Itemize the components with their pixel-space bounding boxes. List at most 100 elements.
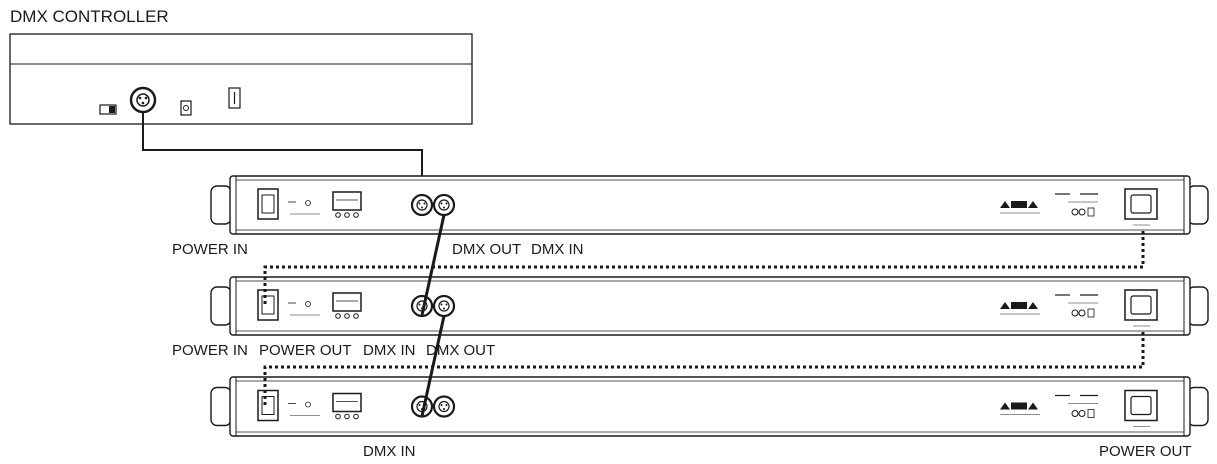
power-link-2-to-3 (263, 332, 1145, 405)
fixture3-warning-label-icon (1011, 402, 1027, 410)
controller-switch-icon (99, 104, 117, 115)
fixture3-right-endcap (1187, 386, 1209, 427)
fixture-2 (210, 276, 1209, 336)
fixture3-power-out-socket-icon (1124, 389, 1158, 422)
fixture1-dmx-out-connector-inner (438, 199, 450, 211)
fixture2-power-in-socket-icon (257, 289, 279, 321)
controller-power-switch-icon (228, 87, 241, 109)
fixture2-power-in-socket-inner (261, 295, 275, 315)
fixture2-dmx-out-connector-inner (438, 300, 450, 312)
fixtures (210, 175, 1209, 437)
fixture2-dmx-out-pin-3 (443, 307, 445, 310)
fixture3-power-out-socket-inner (1130, 395, 1152, 416)
fixture1-right-endcap (1187, 185, 1209, 225)
fixture2-power-out-socket-icon (1124, 289, 1158, 321)
fixture1-warning-icon-2 (1028, 201, 1038, 208)
fixture3-power-in-socket-icon (257, 389, 279, 422)
fixture1-fuse-icon (305, 200, 311, 206)
fixture2-dmx-out-connector-icon (432, 294, 456, 318)
fixture1-power-in-socket-inner (261, 194, 275, 214)
fixture3-warning-icon-2 (1028, 402, 1038, 410)
fixture3-dmx-out-connector-icon (432, 395, 456, 418)
fixture1-dmx-in-pin-1 (418, 202, 421, 205)
controller-fuse-icon (180, 100, 192, 116)
fixture1-dmx-in-label: DMX IN (531, 241, 584, 258)
fixture2-dmx-out-pin-1 (440, 303, 443, 306)
fixture1-dmx-out-connector-icon (432, 193, 456, 217)
fixture3-dmx-out-pin-3 (443, 408, 445, 410)
fixture1-dmx-out-pin-3 (443, 206, 445, 209)
fixture2-button-icon-2 (344, 313, 350, 319)
fixture3-body (229, 376, 1191, 437)
fixture1-button-icon-2 (344, 212, 350, 218)
fixture1-bin-mark-icon (1087, 207, 1095, 217)
fixture3-button-icon-2 (344, 413, 350, 420)
power-chain (263, 231, 1145, 405)
fixture-3 (210, 376, 1209, 437)
fixture3-ce-mark-icon-2 (1078, 410, 1086, 417)
fixture3-dmx-in-connector-icon (410, 395, 434, 418)
fixture2-bin-mark-icon (1087, 308, 1095, 318)
fixture1-body (229, 175, 1191, 235)
fixture3-dmx-out-pin-1 (440, 404, 443, 406)
fixture2-warning-icon-2 (1028, 302, 1038, 309)
fixture2-button-icon-3 (353, 313, 359, 319)
fixture2-warning-label-icon (1011, 302, 1027, 309)
fixture1-dmx-in-pin-2 (423, 202, 426, 205)
fixture2-ce-mark-icon (1071, 309, 1079, 317)
fixture3-warning-icon-1 (1000, 402, 1010, 410)
fixture2-ce-mark-icon-2 (1078, 309, 1086, 317)
fixture1-left-endcap (210, 185, 232, 225)
fixture1-dmx-out-pin-2 (445, 202, 448, 205)
fixture1-power-out-socket-icon (1124, 188, 1158, 220)
fixture3-dmx-out-pin-2 (445, 404, 448, 406)
controller-dmx-out-connector-icon (129, 86, 157, 114)
fixture1-warning-label-icon (1011, 201, 1027, 208)
dmx-link-1-to-2 (420, 214, 446, 316)
dmx-chain (420, 214, 446, 417)
fixture1-dmx-in-connector-inner (416, 199, 428, 211)
fixture2-button-icon-1 (335, 313, 341, 319)
fixture3-dmx-out-connector-inner (438, 400, 450, 413)
fixture2-dmx-in-label: DMX IN (363, 342, 416, 359)
dmx-controller (9, 33, 473, 125)
fixture2-warning-icon-1 (1000, 302, 1010, 309)
fixture1-ce-mark-icon-2 (1078, 208, 1086, 216)
fixture3-fuse-icon (305, 401, 311, 408)
fixture2-power-out-socket-inner (1130, 295, 1152, 315)
fixture2-power-out-label: POWER OUT (259, 342, 352, 359)
fixture2-power-in-label: POWER IN (172, 342, 248, 359)
dmx-link-2-to-3 (420, 315, 446, 417)
fixture3-power-in-socket-inner (261, 396, 275, 415)
fixture2-dmx-in-connector-icon (410, 294, 434, 318)
fixture3-display-icon (332, 392, 362, 413)
fixture1-dmx-in-connector-icon (410, 193, 434, 217)
fixture2-body (229, 276, 1191, 336)
fixture1-ce-mark-icon (1071, 208, 1079, 216)
fixture1-dmx-in-pin-3 (421, 206, 423, 209)
fixture1-power-in-socket-icon (257, 188, 279, 220)
fixture3-button-icon-3 (353, 413, 359, 420)
power-link-1-to-2 (263, 231, 1145, 305)
fixture1-power-out-socket-inner (1130, 194, 1152, 214)
fixture3-ce-mark-icon (1071, 410, 1079, 417)
fixture1-button-icon-3 (353, 212, 359, 218)
fixture3-button-icon-1 (335, 413, 341, 420)
controller-title: DMX CONTROLLER (10, 7, 169, 26)
fixture2-dmx-in-pin-1 (418, 303, 421, 306)
fixture1-dmx-out-pin-1 (440, 202, 443, 205)
fixture-1 (210, 175, 1209, 235)
fixture1-warning-icon-1 (1000, 201, 1010, 208)
fixture1-power-in-label: POWER IN (172, 241, 248, 258)
fixture1-button-icon-1 (335, 212, 341, 218)
fixture2-dmx-out-label: DMX OUT (426, 342, 496, 359)
fixture3-bin-mark-icon (1087, 409, 1095, 418)
fixture1-dmx-out-label: DMX OUT (452, 241, 522, 258)
fixture3-power-out-label: POWER OUT (1099, 443, 1192, 460)
fixture2-display-icon (332, 292, 362, 312)
fixture2-right-endcap (1187, 286, 1209, 326)
fixture2-dmx-out-pin-2 (445, 303, 448, 306)
fixture3-dmx-in-label: DMX IN (363, 443, 416, 460)
fixture3-left-endcap (210, 386, 232, 427)
fixture3-dmx-in-pin-1 (418, 404, 421, 406)
